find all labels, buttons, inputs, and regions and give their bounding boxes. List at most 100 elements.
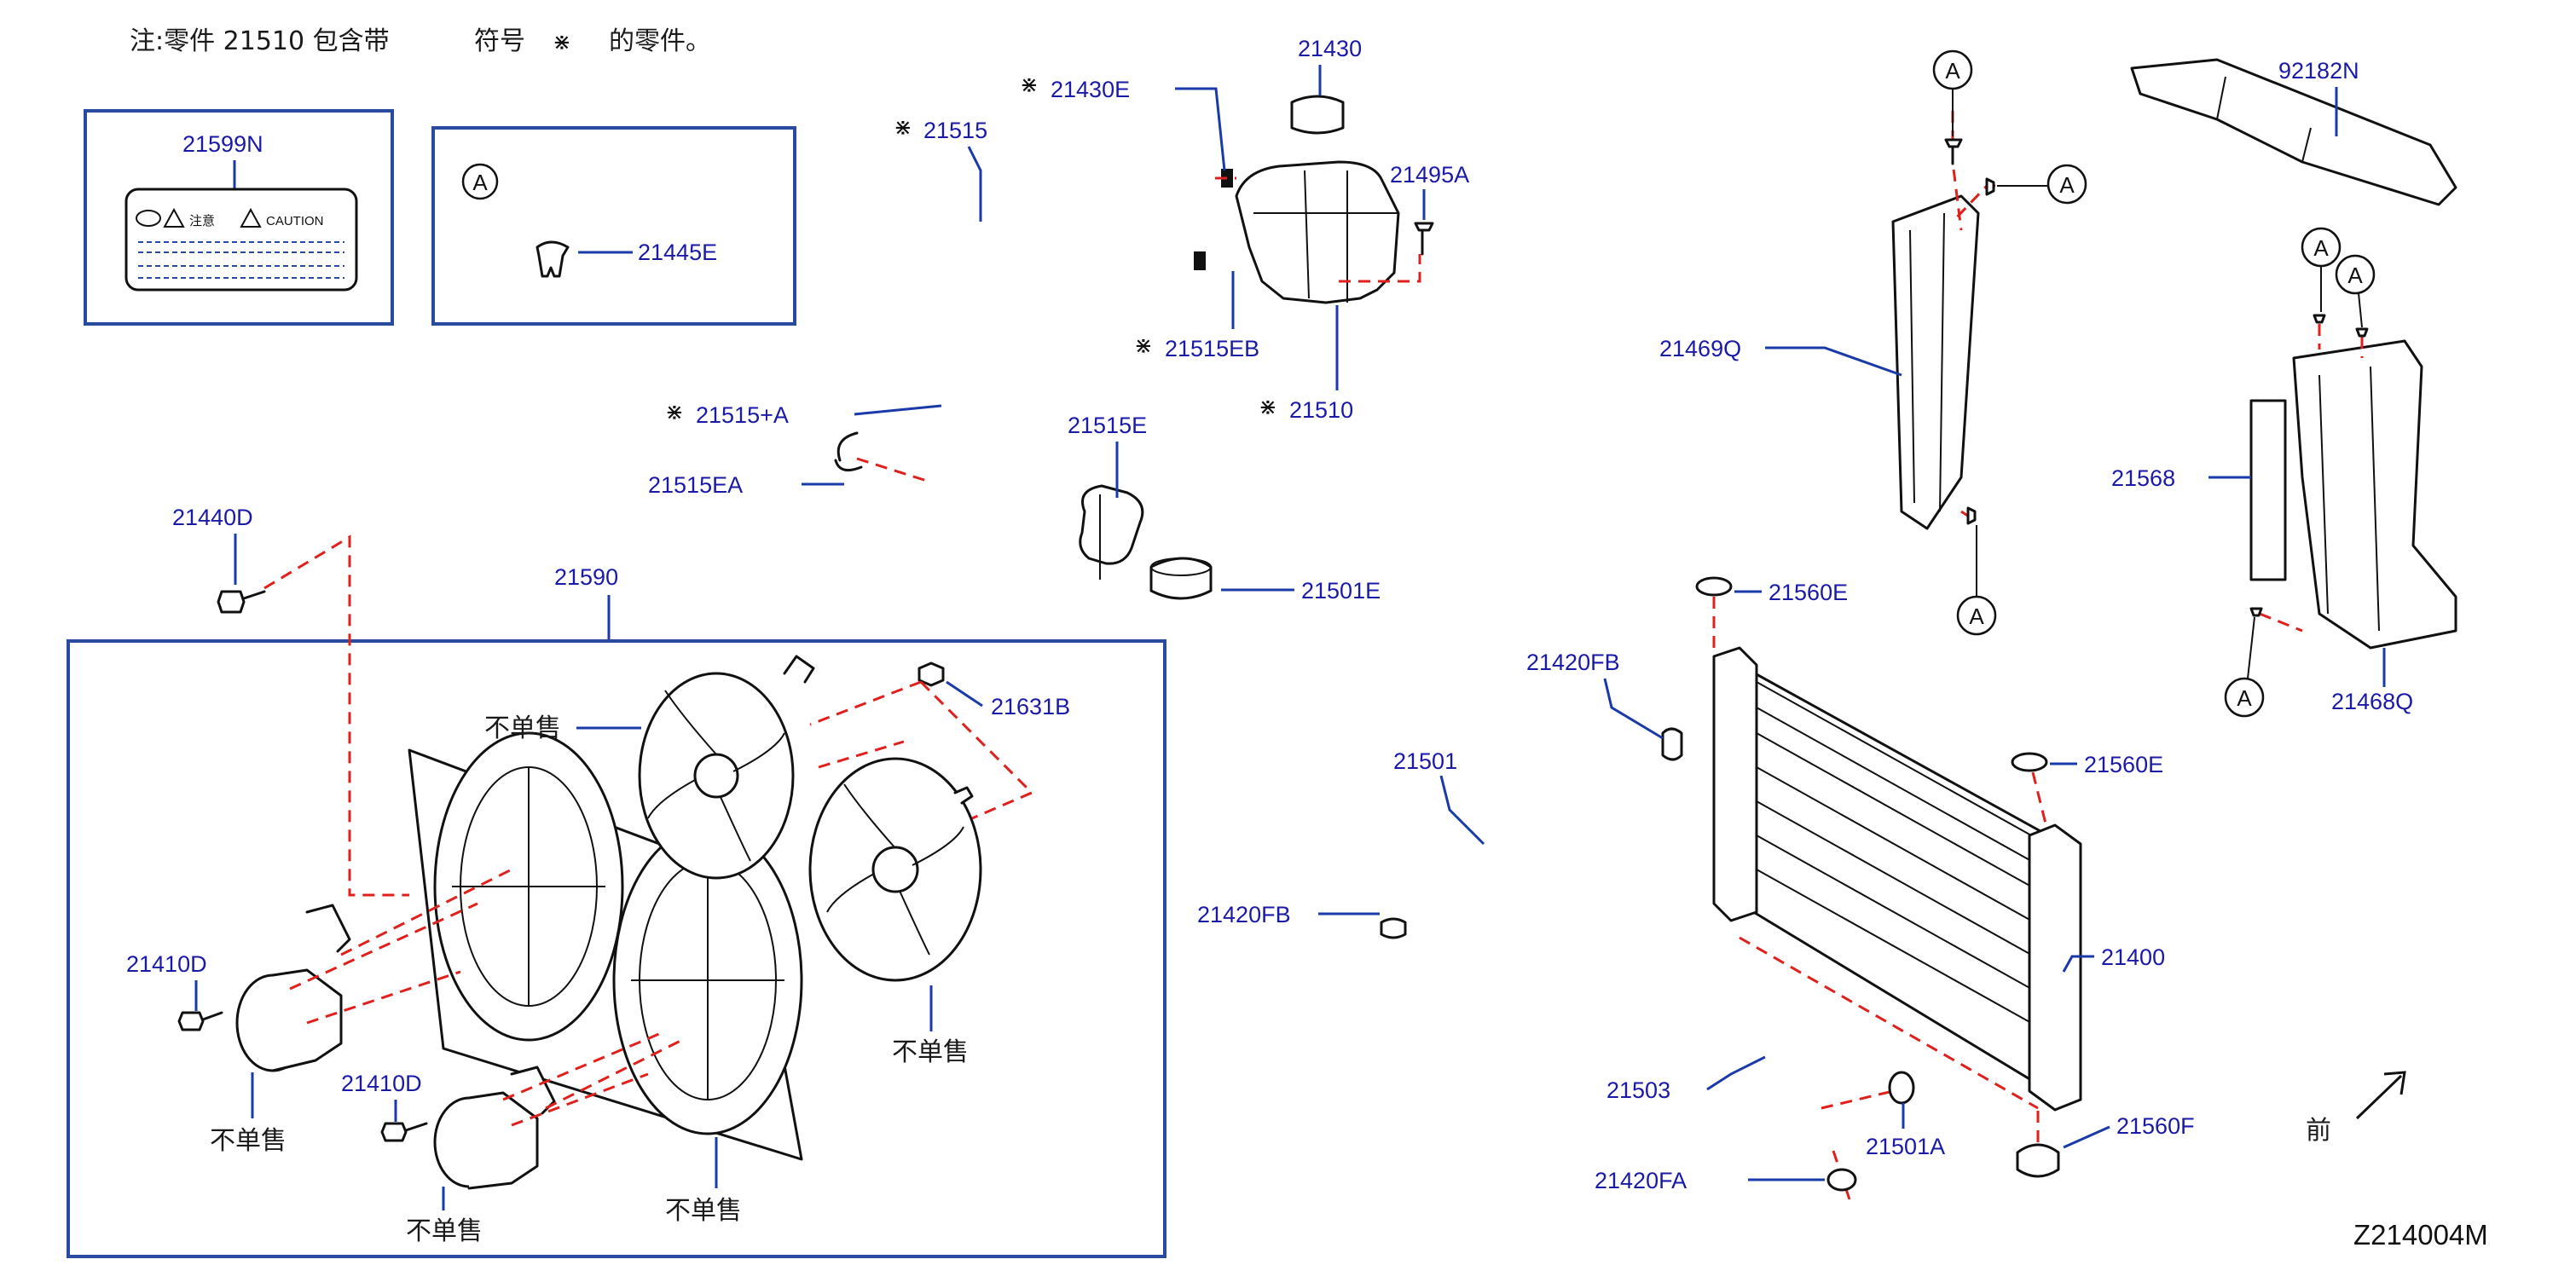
grommet-21560E-right (2011, 752, 2048, 772)
ref-a-5-line (2358, 292, 2363, 328)
bracket-21468Q: 21568 21468Q A A A (2111, 227, 2457, 718)
label-21420FB-a: 21420FB (1526, 650, 1620, 675)
label-21410D-b: 21410D (341, 1071, 422, 1096)
mount-21560F (2016, 1143, 2060, 1178)
fan-hub-right (871, 846, 919, 893)
label-21515EB: 21515EB (1165, 336, 1259, 361)
bolt-21410D-a (177, 1011, 223, 1031)
dashed-21468Q (2259, 324, 2364, 632)
fan-connector-right (953, 786, 974, 805)
leader-21420FB-a (1603, 678, 1664, 740)
caution-label (124, 188, 358, 292)
leader-21469Q (1765, 346, 1902, 377)
hose-21515A (906, 253, 1235, 535)
bracket-92182N: 92182N (2130, 58, 2457, 206)
clip-box: A 21445E (431, 126, 796, 326)
label-21430: 21430 (1298, 36, 1362, 61)
dashed-21495A (1339, 254, 1421, 283)
label-21420FB-b: 21420FB (1197, 902, 1291, 927)
front-arrow-icon (2355, 1071, 2406, 1120)
reservoir-cap (1290, 95, 1345, 135)
bracket-21469Q-rail-2 (1939, 212, 1945, 512)
fan-motor-left-body (271, 968, 343, 1072)
label-box-frame (84, 109, 394, 326)
star-21515EB: ⋇ (1134, 333, 1153, 359)
clip-21468Q-a (2313, 314, 2326, 324)
fan-assembly: 21590 21440D 21631B 21410D (67, 505, 1166, 1258)
grommet-21560E-upper (1695, 576, 1733, 597)
not-sold-motor-left: 不单售 (210, 1126, 287, 1156)
bracket-92182N-rib (2216, 76, 2226, 120)
caution-cn-text: 注意 (189, 213, 215, 228)
fan-blades-upper (647, 690, 785, 862)
clip-box-frame (431, 126, 796, 326)
label-21560E-b: 21560E (2084, 752, 2163, 777)
radiator-left-tank (1712, 646, 1758, 922)
radiator-fins (1756, 681, 2047, 1032)
label-21631B: 21631B (991, 694, 1070, 719)
fan-motor-left-wire (305, 904, 351, 953)
bracket-21468Q-flange (2249, 399, 2287, 581)
not-sold-shroud: 不单售 (665, 1196, 742, 1226)
label-21515E: 21515E (1068, 413, 1147, 438)
clip-21469Q-side (1985, 177, 1995, 196)
reservoir-assembly (834, 95, 1434, 600)
clamp-21501E (1149, 557, 1213, 600)
label-text-lines (138, 241, 344, 279)
bracket-21469Q-body (1891, 194, 1980, 530)
label-21420FA: 21420FA (1595, 1168, 1687, 1193)
label-21503: 21503 (1606, 1077, 1670, 1103)
warning-triangle-icon-2 (240, 207, 262, 228)
clamp-21501E-ring (1150, 557, 1212, 576)
bolt-21410D-b (380, 1122, 428, 1142)
star-21510: ⋇ (1259, 395, 1277, 420)
tank-detail-line-2 (1304, 170, 1310, 299)
star-21430E: ⋇ (1020, 72, 1039, 98)
clamp-21501A (1888, 1071, 1915, 1105)
clamp-21515EA (834, 431, 863, 472)
fan-assembly-box (67, 639, 1166, 1258)
bracket-21468Q-rail (2318, 374, 2329, 615)
hose-21501 (1406, 758, 1647, 913)
label-21515EA: 21515EA (648, 472, 743, 498)
diagram-code: Z214004M (2353, 1219, 2488, 1251)
label-21495A: 21495A (1390, 162, 1469, 188)
label-part-number: 21599N (182, 131, 263, 157)
clamp-21420FA (1826, 1168, 1857, 1192)
clip-21468Q-c (2249, 607, 2263, 617)
label-box: 21599N 注意 CAUTION (84, 109, 394, 326)
bracket-21469Q: 21469Q A A A (1659, 49, 2087, 636)
dashed-fan-nut (809, 680, 1034, 820)
push-clip-icon (535, 240, 570, 278)
label-21501: 21501 (1393, 748, 1457, 774)
not-sold-fan-right: 不单售 (892, 1037, 969, 1067)
label-21440D: 21440D (172, 505, 253, 530)
note-symbol: ⋇ (553, 30, 571, 55)
label-21400: 21400 (2101, 944, 2165, 970)
label-92182N: 92182N (2278, 58, 2359, 84)
ref-circle-a-letter: A (472, 170, 488, 195)
fan-motor-right-body (467, 1091, 539, 1190)
star-21515: ⋇ (894, 115, 912, 141)
dashed-21515EA (856, 457, 930, 483)
note-suffix: 的零件。 (609, 26, 711, 56)
clip-21469Q-bottom (1966, 506, 1977, 525)
label-21568: 21568 (2111, 465, 2175, 491)
ref-a-3-letter: A (1969, 604, 1984, 629)
ref-a-4-letter: A (2313, 235, 2329, 261)
front-label: 前 (2306, 1116, 2331, 1146)
reservoir-labels: ⋇ 21430E ⋇ 21515 21430 21495A ⋇ 21515EB … (648, 36, 1469, 604)
bracket-21469Q-rail (1909, 229, 1915, 504)
label-21501A: 21501A (1866, 1134, 1945, 1159)
label-21410D-a: 21410D (126, 951, 207, 977)
label-21560E-a: 21560E (1768, 580, 1848, 605)
label-21515: 21515 (923, 118, 987, 143)
not-sold-fan-upper: 不单售 (484, 713, 561, 743)
label-21515A: 21515+A (696, 402, 789, 428)
radiator-right-tank (2028, 823, 2082, 1112)
leader-21400 (2062, 955, 2094, 973)
ref-a-2 (2046, 164, 2087, 205)
leader-21501 (1439, 775, 1485, 846)
reservoir-tank (1235, 160, 1400, 304)
